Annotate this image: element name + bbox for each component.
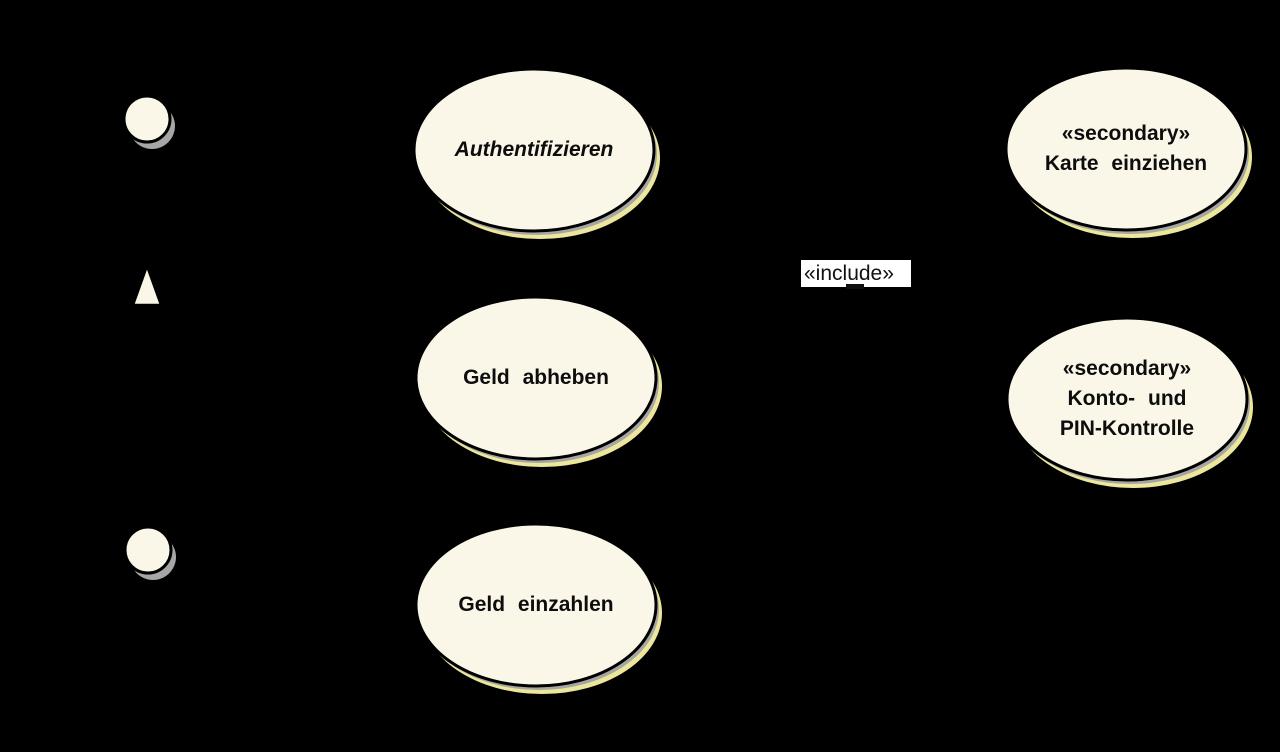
include-dashed-line-segment	[846, 284, 864, 289]
include-edge-label: «include»	[801, 260, 911, 287]
use-case-ellipse-geld-abheben	[414, 295, 662, 467]
actor-head-icon	[122, 94, 175, 149]
use-case-ellipse-konto-pin-kontrolle	[1005, 316, 1253, 488]
use-case-ellipse-karte-einziehen	[1004, 66, 1252, 238]
actor-head-icon	[123, 525, 176, 580]
generalization-triangle-icon	[131, 262, 163, 307]
use-case-ellipse-authentifizieren	[412, 67, 660, 239]
use-case-ellipse-geld-einzahlen	[414, 522, 662, 694]
include-edge-label-text: «include»	[804, 261, 894, 285]
